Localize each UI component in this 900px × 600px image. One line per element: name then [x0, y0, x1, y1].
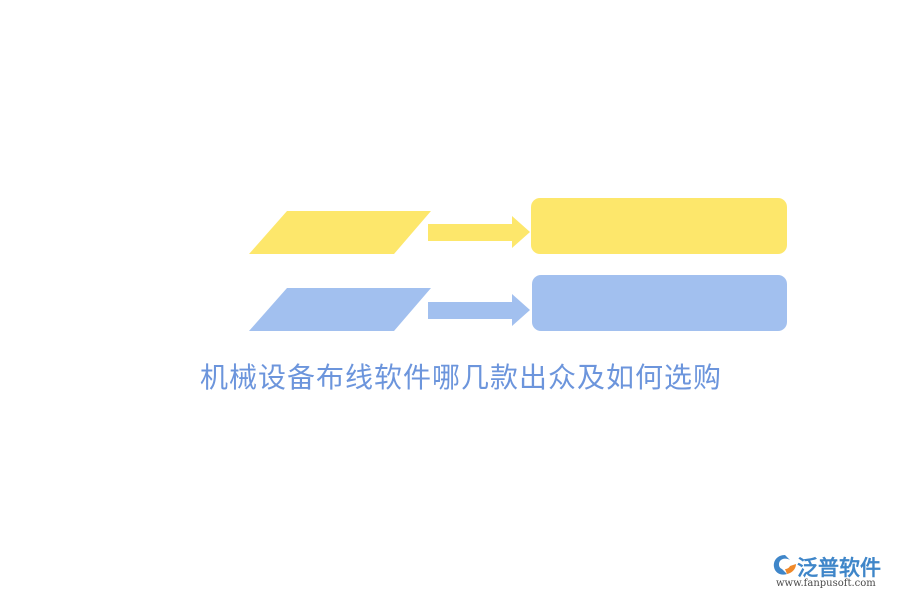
logo-url: www.fanpusoft.com: [776, 578, 876, 589]
blue-arrow-icon: [428, 294, 530, 326]
yellow-arrow-icon: [428, 216, 530, 248]
logo-name: 泛普软件: [797, 556, 881, 580]
yellow-parallelogram: [249, 211, 431, 254]
blue-parallelogram: [249, 288, 431, 331]
brand-logo: 泛普软件 www.fanpusoft.com: [767, 552, 895, 596]
logo-mark-icon: [773, 555, 796, 575]
blue-box: [532, 275, 787, 331]
diagram-title: 机械设备布线软件哪几款出众及如何选购: [200, 361, 723, 394]
yellow-box: [531, 198, 787, 254]
